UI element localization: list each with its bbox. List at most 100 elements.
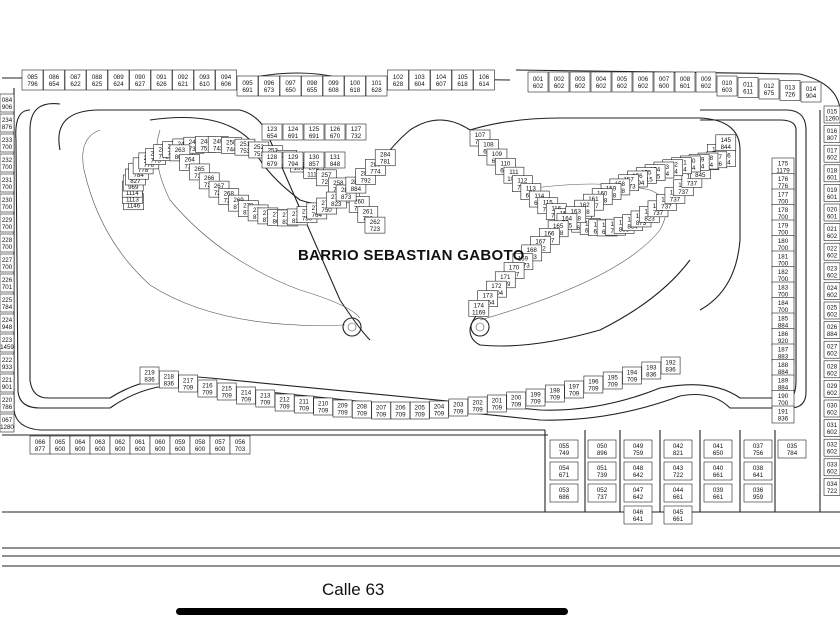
home-indicator[interactable]: [176, 608, 568, 615]
